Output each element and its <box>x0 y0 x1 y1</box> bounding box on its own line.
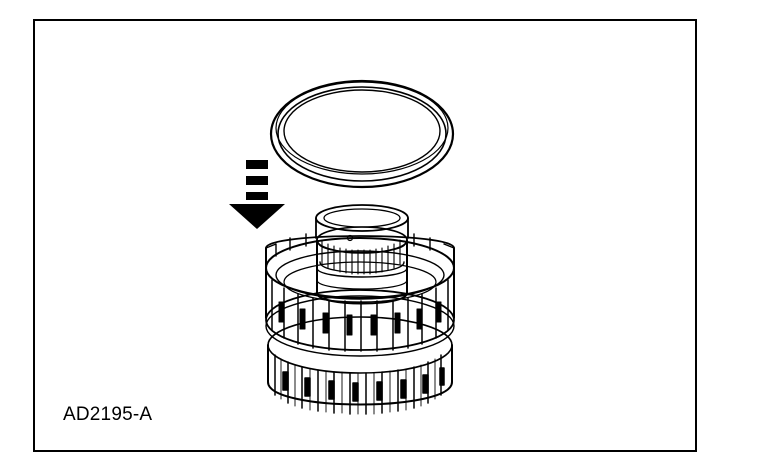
figure-id-label: AD2195-A <box>63 404 153 425</box>
seal-ring <box>269 79 455 189</box>
clutch-drum <box>265 204 455 415</box>
lower-spline-ring <box>274 354 445 415</box>
upper-spline-ring <box>265 233 455 352</box>
center-hub <box>315 204 409 305</box>
down-arrow-icon <box>229 160 285 229</box>
